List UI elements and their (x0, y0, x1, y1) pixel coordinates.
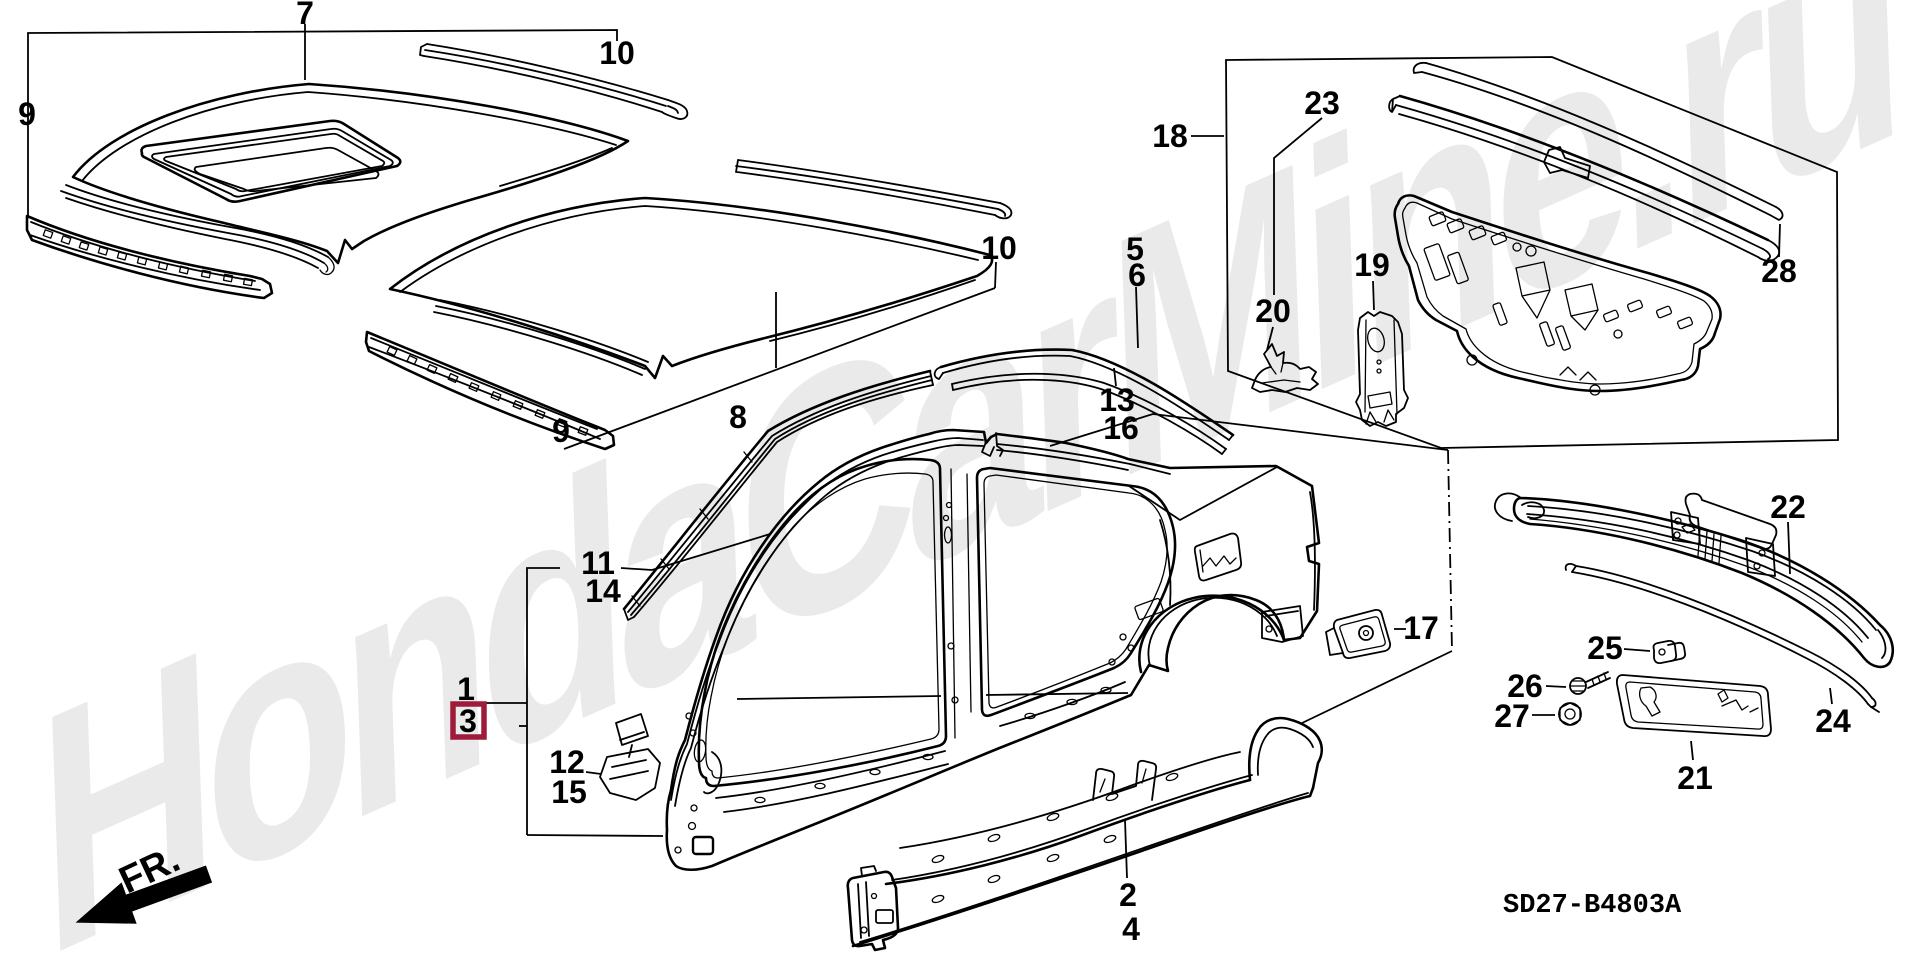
svg-text:19: 19 (1354, 247, 1390, 283)
svg-text:10: 10 (599, 35, 635, 71)
svg-text:12: 12 (549, 744, 585, 780)
svg-text:10: 10 (981, 230, 1017, 266)
svg-text:27: 27 (1494, 698, 1530, 734)
svg-text:6: 6 (1128, 257, 1146, 293)
svg-text:28: 28 (1761, 253, 1797, 289)
svg-text:20: 20 (1255, 293, 1291, 329)
svg-text:2: 2 (1119, 877, 1137, 913)
svg-text:22: 22 (1770, 489, 1806, 525)
svg-text:25: 25 (1587, 630, 1623, 666)
svg-text:26: 26 (1507, 668, 1543, 704)
svg-text:23: 23 (1304, 85, 1340, 121)
svg-text:1: 1 (457, 671, 475, 707)
svg-text:15: 15 (551, 774, 587, 810)
svg-text:9: 9 (552, 413, 570, 449)
svg-text:17: 17 (1403, 610, 1439, 646)
svg-text:16: 16 (1103, 410, 1139, 446)
svg-text:14: 14 (585, 573, 621, 609)
svg-text:21: 21 (1677, 760, 1713, 796)
svg-text:4: 4 (1122, 911, 1140, 947)
svg-text:24: 24 (1815, 703, 1851, 739)
svg-text:SD27-B4803A: SD27-B4803A (1503, 891, 1682, 921)
svg-text:8: 8 (729, 399, 747, 435)
svg-text:7: 7 (296, 0, 314, 31)
svg-text:9: 9 (18, 96, 36, 132)
svg-text:3: 3 (459, 703, 477, 739)
svg-text:18: 18 (1152, 118, 1188, 154)
svg-text:13: 13 (1099, 382, 1135, 418)
svg-text:11: 11 (581, 545, 615, 581)
svg-text:5: 5 (1126, 231, 1144, 267)
